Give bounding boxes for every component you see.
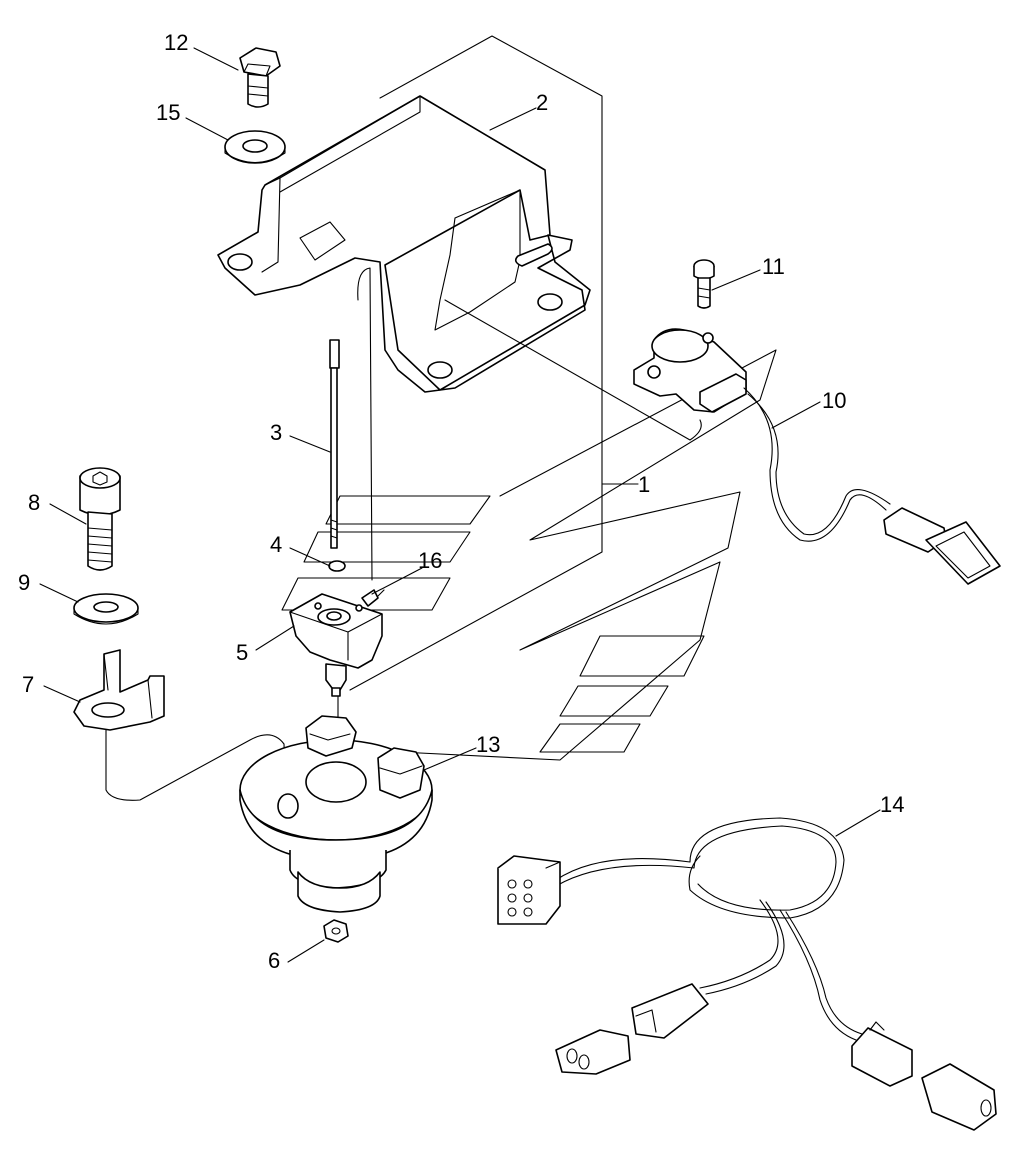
callout-13: 13 bbox=[476, 732, 500, 757]
washer-side bbox=[73, 593, 139, 625]
callout-11: 11 bbox=[762, 254, 785, 279]
wiring-harness bbox=[497, 817, 997, 1131]
leader-lines bbox=[39, 47, 881, 963]
position-sensor bbox=[633, 328, 1001, 585]
bolt-top bbox=[239, 47, 281, 108]
callout-5: 5 bbox=[236, 640, 248, 665]
callout-6: 6 bbox=[268, 948, 280, 973]
callout-9: 9 bbox=[18, 570, 30, 595]
callout-14: 14 bbox=[880, 792, 904, 817]
bracket bbox=[217, 95, 591, 393]
callout-8: 8 bbox=[28, 490, 40, 515]
small-ring bbox=[328, 560, 346, 572]
callout-10: 10 bbox=[822, 388, 846, 413]
callout-12: 12 bbox=[164, 30, 188, 55]
assembly-frame-lines bbox=[349, 35, 603, 691]
housing bbox=[239, 715, 433, 913]
sensor-body bbox=[289, 593, 383, 697]
callout-16: 16 bbox=[418, 548, 442, 573]
callout-3: 3 bbox=[270, 420, 282, 445]
rod bbox=[329, 339, 340, 549]
callout-labels: 1 2 3 4 5 6 7 8 9 10 11 12 15 13 14 16 bbox=[18, 30, 904, 973]
grease-fitting bbox=[361, 589, 385, 607]
nut bbox=[323, 919, 349, 943]
watermark-logo bbox=[281, 349, 777, 761]
small-screw bbox=[693, 259, 715, 309]
callout-1: 1 bbox=[638, 472, 650, 497]
callout-13-15: 15 bbox=[156, 100, 180, 125]
callout-2: 2 bbox=[536, 90, 548, 115]
callout-4: 4 bbox=[270, 532, 282, 557]
callout-7: 7 bbox=[22, 672, 34, 697]
washer-top bbox=[224, 130, 286, 164]
cap-screw bbox=[79, 467, 121, 571]
